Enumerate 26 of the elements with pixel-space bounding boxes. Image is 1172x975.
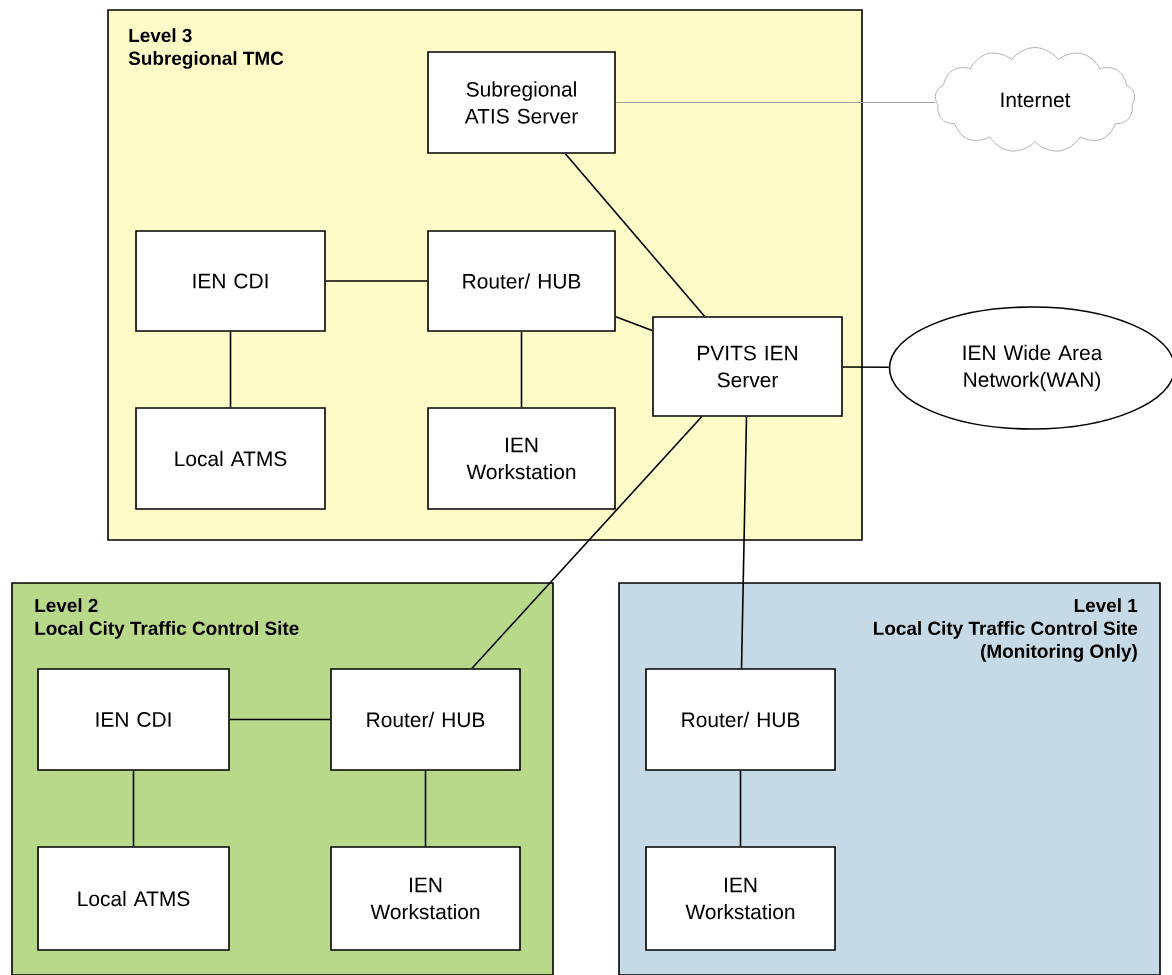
connector-line [424,770,427,847]
connector-line [564,153,706,317]
component-box: IEN CDI [37,668,230,771]
component-box: IEN Workstation [645,846,836,951]
component-box: IEN Workstation [330,846,521,951]
component-box: IEN CDI [135,230,326,332]
connector-line [615,315,653,332]
connector-line [740,416,748,669]
component-box: Local ATMS [135,407,326,510]
connector-line [471,416,703,669]
connector-line [615,102,936,103]
component-box: Router/ HUB [645,668,836,771]
connector-line [520,331,523,408]
connector-line [132,770,135,847]
connector-line [739,770,742,847]
connector-line [229,718,331,721]
component-box: Router/ HUB [330,668,521,771]
connector-line [325,280,428,282]
connector-line [229,331,232,408]
component-box: Local ATMS [37,846,230,951]
connector-line [842,366,890,369]
network-cloud: Internet [934,47,1136,152]
component-box: PVITS IEN Server [652,316,843,417]
component-box: Router/ HUB [427,230,616,332]
component-box: IEN Workstation [427,407,616,510]
component-box: Subregional ATIS Server [427,51,616,154]
